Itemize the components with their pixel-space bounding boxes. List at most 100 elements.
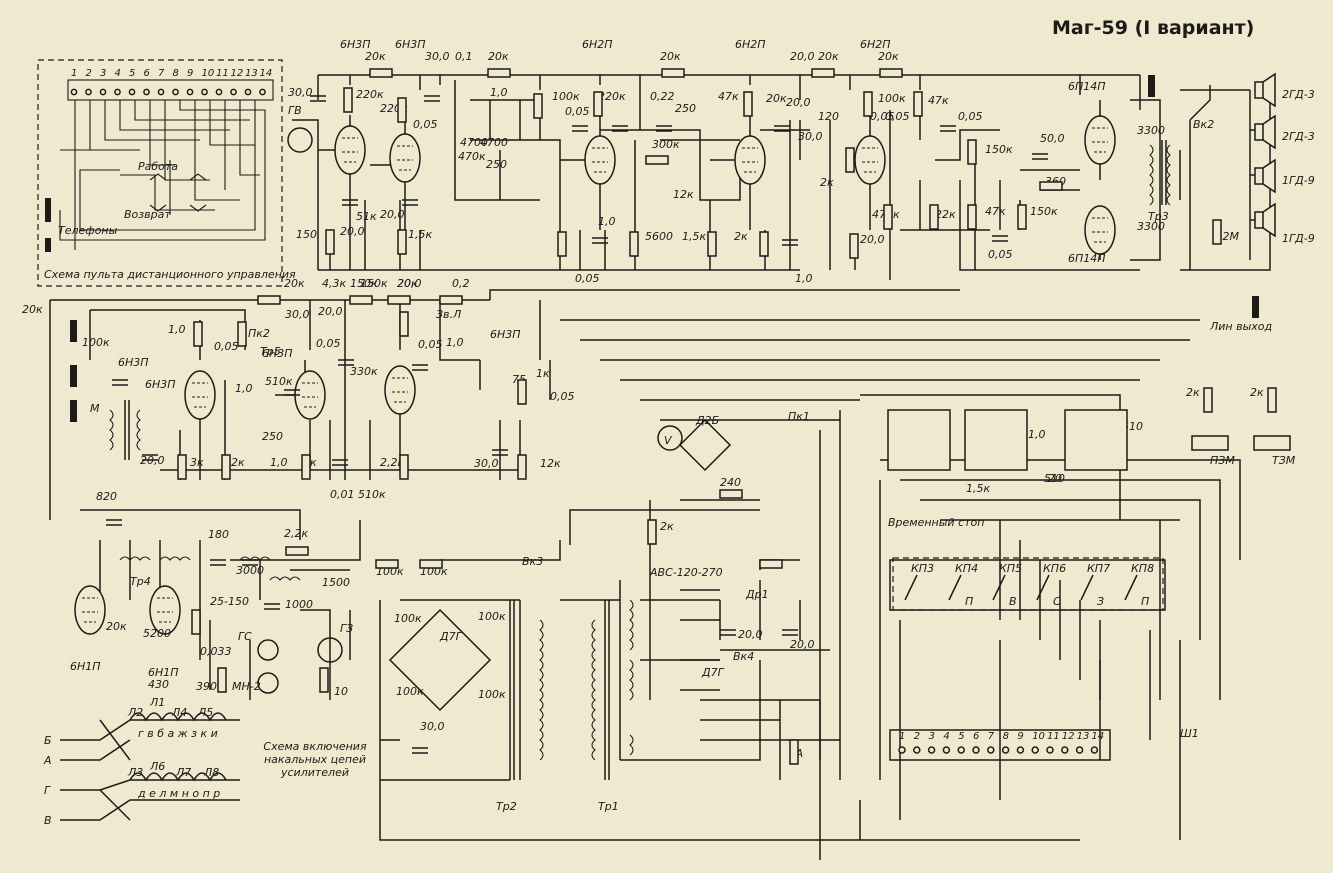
component-c153: 100к xyxy=(396,685,424,698)
component-label: 0,05 xyxy=(958,110,983,123)
key-contact xyxy=(948,574,962,601)
heater-lamp-label: Л7 xyxy=(175,766,191,779)
component-label: 30,0 xyxy=(425,50,450,63)
capacitor-symbol xyxy=(284,389,300,396)
connector-pin-number: 13 xyxy=(1077,731,1090,742)
component-c44: Тр3 xyxy=(1148,210,1169,223)
connector-pin-number: 1 xyxy=(899,731,905,742)
component-c75: 30,0 xyxy=(285,308,310,321)
remote-terminal-number: 2 xyxy=(86,68,92,79)
connector-pin-number: 8 xyxy=(1003,731,1009,742)
capacitor-symbol xyxy=(572,125,588,132)
connector-pin xyxy=(1001,746,1010,754)
component-label: 470к xyxy=(458,150,486,163)
component-label: 510к xyxy=(358,488,386,501)
remote-terminal-number: 5 xyxy=(129,68,135,79)
capacitor-symbol xyxy=(1032,153,1048,160)
component-c98: 1,0 xyxy=(270,456,288,469)
component-c86: 510к xyxy=(265,375,293,388)
component-c146: 20,0 xyxy=(738,628,763,641)
component-label: 20,0 xyxy=(318,305,343,318)
connector-pin xyxy=(957,746,965,754)
speakers xyxy=(70,72,1276,422)
component-label: 47к xyxy=(985,205,1006,218)
component-label: 180 xyxy=(208,528,229,541)
tube-electrodes xyxy=(192,382,208,408)
resistor-symbol xyxy=(719,489,743,499)
component-label: 0,05 xyxy=(565,105,590,118)
component-c70: 20к xyxy=(22,303,43,316)
component-label: 30,0 xyxy=(285,308,310,321)
capacitor-symbol xyxy=(412,364,428,371)
resistor-symbol xyxy=(743,91,753,117)
component-c56: 1,5к xyxy=(408,228,432,241)
component-c96: 3к xyxy=(190,456,204,469)
resistor-symbol xyxy=(237,321,247,347)
heater-lamp-label: Л5 xyxy=(197,706,213,719)
component-c88: 0,05 xyxy=(316,337,341,350)
resistor-symbol xyxy=(967,204,977,230)
component-label: 2к xyxy=(1186,386,1200,399)
remote-terminal-number: 12 xyxy=(231,68,244,79)
component-c79: 1,0 xyxy=(168,323,186,336)
resistor-symbol xyxy=(913,91,923,117)
component-label: 4700 xyxy=(480,136,508,149)
transformers xyxy=(109,140,1171,780)
key-block-border xyxy=(892,557,1164,611)
bridge-d2b xyxy=(678,418,732,472)
component-c107: Д2Б xyxy=(695,414,719,427)
component-label: 0,1 xyxy=(455,50,473,63)
resistor-symbol xyxy=(1267,387,1277,413)
component-c41: 0,05 xyxy=(988,248,1013,261)
resistor-symbol xyxy=(883,204,893,230)
component-c59: 20,0 xyxy=(397,277,422,290)
tube-envelope xyxy=(184,370,216,420)
component-label: 5200 xyxy=(143,627,171,640)
component-c157: Тр1 xyxy=(598,800,619,813)
component-label: 100к xyxy=(396,685,424,698)
component-label: 2к xyxy=(734,230,748,243)
remote-terminal-pin xyxy=(99,88,107,96)
tube-electrodes xyxy=(1092,217,1108,243)
component-label: 150к xyxy=(985,143,1013,156)
component-c133: 1000 xyxy=(285,598,313,611)
speaker-2 xyxy=(1254,114,1276,150)
resistor-symbol xyxy=(707,231,717,257)
component-c65: 20,0 xyxy=(860,233,885,246)
remote-caption: Схема пульта дистанционного управления xyxy=(44,268,296,281)
component-label: 330к xyxy=(350,365,378,378)
component-label: 1к xyxy=(536,367,550,380)
component-c154: 100к xyxy=(478,688,506,701)
component-label: 0,05 xyxy=(418,338,443,351)
component-label: 20к xyxy=(397,277,418,290)
component-label: Лин выход xyxy=(1209,320,1272,333)
capacitor-symbol xyxy=(774,125,790,132)
vacuum-tube-t9: 6Н3П xyxy=(262,347,326,420)
key-letter: П xyxy=(1141,595,1149,608)
connector-pin xyxy=(942,746,951,754)
tube-envelope xyxy=(74,585,106,635)
remote-terminal-number: 3 xyxy=(100,68,106,79)
component-label: Вк4 xyxy=(733,650,754,663)
component-c89: 330к xyxy=(350,365,378,378)
component-label: 0,05 xyxy=(870,110,895,123)
component-c29: 0,05 xyxy=(870,110,895,123)
connector-pin xyxy=(913,746,921,754)
resistor-symbol xyxy=(863,91,873,117)
component-c134: ГС xyxy=(238,630,252,643)
component-label: 51к xyxy=(356,210,377,223)
component-label: 100к xyxy=(394,612,422,625)
component-label: 1,0 xyxy=(235,382,253,395)
remote-terminal-pin xyxy=(157,88,165,96)
component-label: ГЗ xyxy=(340,622,353,635)
connector-pin xyxy=(1075,746,1084,754)
connector-pin xyxy=(972,746,980,754)
component-c109: 2к xyxy=(660,520,674,533)
component-c147: 20,0 xyxy=(790,638,815,651)
component-c33: 0,05 xyxy=(958,110,983,123)
component-c37: 150к xyxy=(1030,205,1058,218)
resistor-symbol xyxy=(629,231,639,257)
component-c91: 1,0 xyxy=(446,336,464,349)
